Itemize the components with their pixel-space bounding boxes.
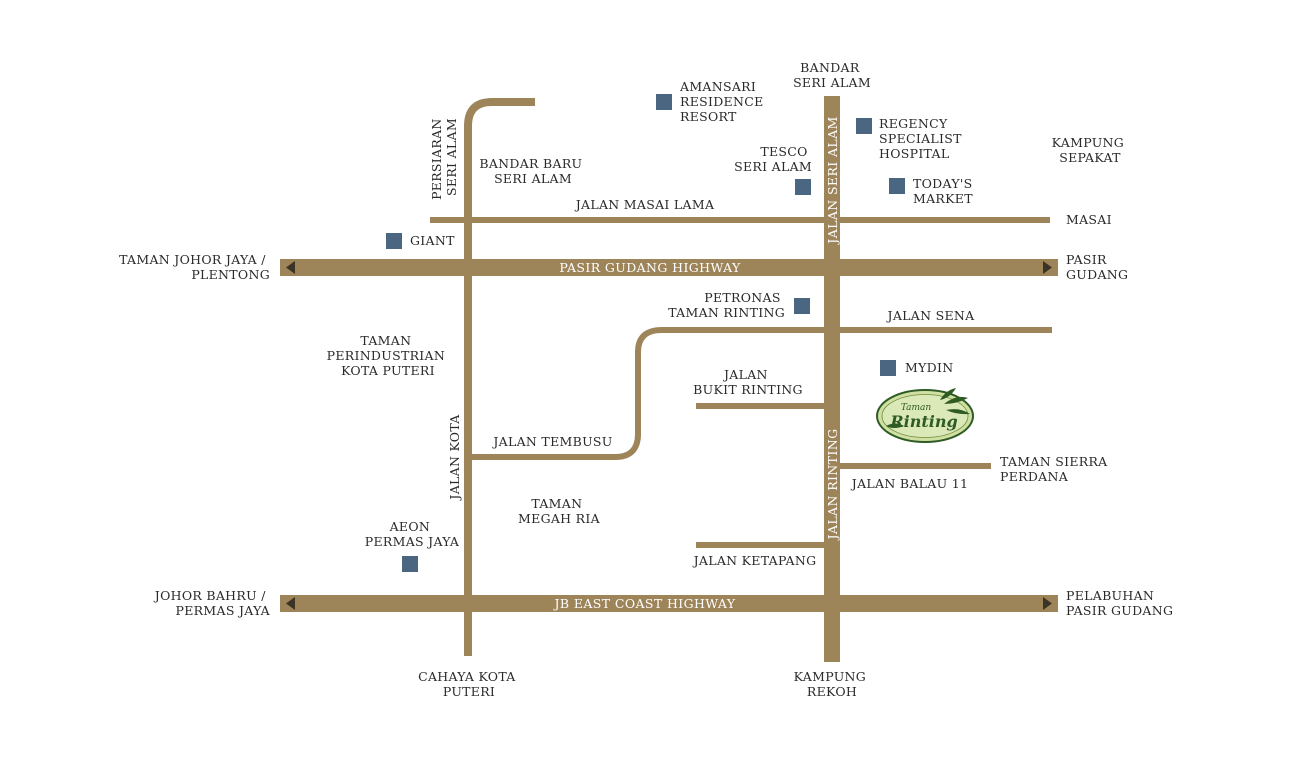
destination-masai: MASAI xyxy=(1066,212,1112,227)
road-network xyxy=(430,96,1052,662)
highway-arrow-left-icon xyxy=(286,261,295,274)
landmark-todays-market[interactable]: TODAY'S MARKET xyxy=(889,176,977,206)
jalan-ketapang-label: JALAN KETAPANG xyxy=(692,553,817,568)
landmark-giant[interactable]: GIANT xyxy=(386,233,455,249)
taman-rinting-logo[interactable]: Taman Rinting xyxy=(876,388,974,443)
jalan-tembusu-label: JALAN TEMBUSU xyxy=(491,434,612,449)
landmark-amansari-label: AMANSARI RESIDENCE RESORT xyxy=(679,79,768,124)
landmark-marker-icon xyxy=(856,118,872,134)
landmark-aeon-label: AEON PERMAS JAYA xyxy=(365,519,460,549)
highway-arrow-right-icon xyxy=(1043,261,1052,274)
jalan-masai-lama-label: JALAN MASAI LAMA xyxy=(574,197,715,212)
jalan-bukit-rinting-label: JALAN BUKIT RINTING xyxy=(693,367,803,397)
logo-line-taman: Taman xyxy=(901,403,932,413)
pasir-gudang-highway-label: PASIR GUDANG HIGHWAY xyxy=(559,260,741,275)
jalan-balau-11-label: JALAN BALAU 11 xyxy=(850,476,968,491)
destination-kampung-sepakat: KAMPUNG SEPAKAT xyxy=(1052,135,1129,165)
landmark-marker-icon xyxy=(386,233,402,249)
destination-pasir-gudang: PASIR GUDANG xyxy=(1066,252,1128,282)
landmark-regency-label: REGENCY SPECIALIST HOSPITAL xyxy=(879,116,966,161)
highway-arrow-left-icon xyxy=(286,597,295,610)
landmark-todays-market-label: TODAY'S MARKET xyxy=(913,176,977,206)
jalan-kota-label: JALAN KOTA xyxy=(447,414,462,502)
highway-arrow-right-icon xyxy=(1043,597,1052,610)
landmark-petronas[interactable]: PETRONAS TAMAN RINTING xyxy=(668,290,810,320)
jalan-seri-alam-label: JALAN SERI ALAM xyxy=(825,116,840,245)
landmark-amansari[interactable]: AMANSARI RESIDENCE RESORT xyxy=(656,79,768,124)
jalan-sena-label: JALAN SENA xyxy=(886,308,976,323)
jalan-rinting-label: JALAN RINTING xyxy=(825,429,840,542)
area-taman-perindustrian: TAMAN PERINDUSTRIAN KOTA PUTERI xyxy=(327,333,450,378)
landmark-regency[interactable]: REGENCY SPECIALIST HOSPITAL xyxy=(856,116,966,161)
road-persiaran-jalan-kota[interactable] xyxy=(464,98,535,656)
landmark-mydin-label: MYDIN xyxy=(905,360,953,375)
landmark-tesco[interactable]: TESCO SERI ALAM xyxy=(734,144,812,195)
logo-inner xyxy=(881,394,969,438)
destination-cahaya-kota-puteri: CAHAYA KOTA PUTERI xyxy=(418,669,520,699)
pasir-gudang-highway[interactable] xyxy=(280,259,1058,276)
area-bandar-baru-seri-alam: BANDAR BARU SERI ALAM xyxy=(479,156,586,186)
destination-bandar-seri-alam: BANDAR SERI ALAM xyxy=(793,60,871,90)
persiaran-seri-alam-label: PERSIARAN SERI ALAM xyxy=(429,114,459,200)
landmark-marker-icon xyxy=(656,94,672,110)
landmark-marker-icon xyxy=(402,556,418,572)
landmark-petronas-label: PETRONAS TAMAN RINTING xyxy=(668,290,785,320)
landmark-marker-icon xyxy=(880,360,896,376)
landmark-aeon[interactable]: AEON PERMAS JAYA xyxy=(365,519,460,572)
landmark-tesco-label: TESCO SERI ALAM xyxy=(734,144,812,174)
landmark-marker-icon xyxy=(795,179,811,195)
highways xyxy=(280,259,1058,612)
landmark-giant-label: GIANT xyxy=(410,233,455,248)
road-jalan-tembusu-sena[interactable] xyxy=(470,327,1052,460)
destination-pelabuhan-pasir-gudang: PELABUHAN PASIR GUDANG xyxy=(1066,588,1173,618)
destination-johor-bahru: JOHOR BAHRU / PERMAS JAYA xyxy=(153,588,271,618)
landmark-marker-icon xyxy=(889,178,905,194)
landmark-mydin[interactable]: MYDIN xyxy=(880,360,953,376)
destination-kampung-rekoh: KAMPUNG REKOH xyxy=(794,669,871,699)
bamboo-leaf-icon xyxy=(886,388,970,428)
jb-east-coast-highway[interactable] xyxy=(280,595,1058,612)
destination-taman-johor-jaya: TAMAN JOHOR JAYA / PLENTONG xyxy=(119,252,270,282)
area-taman-megah-ria: TAMAN MEGAH RIA xyxy=(518,496,601,526)
jb-east-coast-highway-label: JB EAST COAST HIGHWAY xyxy=(552,596,735,611)
logo-line-rinting: Rinting xyxy=(889,412,957,431)
area-taman-sierra-perdana: TAMAN SIERRA PERDANA xyxy=(1000,454,1112,484)
landmark-marker-icon xyxy=(794,298,810,314)
